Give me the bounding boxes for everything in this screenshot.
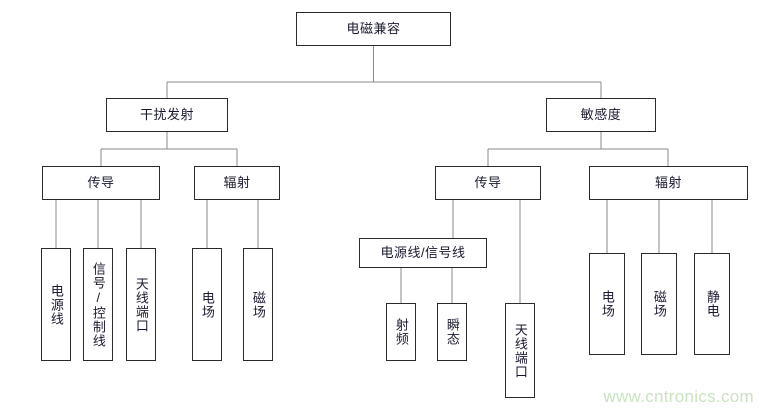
leaf-susceptibility-rf[interactable]: 射频 bbox=[386, 303, 416, 361]
leaf-susceptibility-transient[interactable]: 瞬态 bbox=[437, 303, 467, 361]
leaf-emission-signal-control-line[interactable]: 信号/控制线 bbox=[83, 248, 113, 361]
leaf-susceptibility-antenna-port[interactable]: 天线端口 bbox=[505, 303, 535, 398]
node-emission-conducted[interactable]: 传导 bbox=[42, 166, 160, 200]
leaf-emission-electric-field[interactable]: 电场 bbox=[192, 248, 222, 361]
node-root-emc[interactable]: 电磁兼容 bbox=[296, 12, 451, 46]
leaf-susceptibility-magnetic-field[interactable]: 磁场 bbox=[641, 253, 677, 355]
node-susceptibility-conducted[interactable]: 传导 bbox=[435, 166, 541, 200]
node-power-signal-line[interactable]: 电源线/信号线 bbox=[359, 238, 487, 268]
leaf-susceptibility-electric-field[interactable]: 电场 bbox=[589, 253, 625, 355]
leaf-emission-magnetic-field[interactable]: 磁场 bbox=[243, 248, 273, 361]
node-emission-radiated[interactable]: 辐射 bbox=[194, 166, 280, 200]
site-watermark: www.cntronics.com bbox=[603, 387, 754, 406]
node-interference-emission[interactable]: 干扰发射 bbox=[106, 98, 228, 132]
node-susceptibility[interactable]: 敏感度 bbox=[546, 98, 656, 132]
leaf-emission-power-line[interactable]: 电源线 bbox=[41, 248, 71, 361]
node-susceptibility-radiated[interactable]: 辐射 bbox=[589, 166, 748, 200]
leaf-emission-antenna-port[interactable]: 天线端口 bbox=[126, 248, 156, 361]
leaf-susceptibility-electrostatic[interactable]: 静电 bbox=[694, 253, 730, 355]
